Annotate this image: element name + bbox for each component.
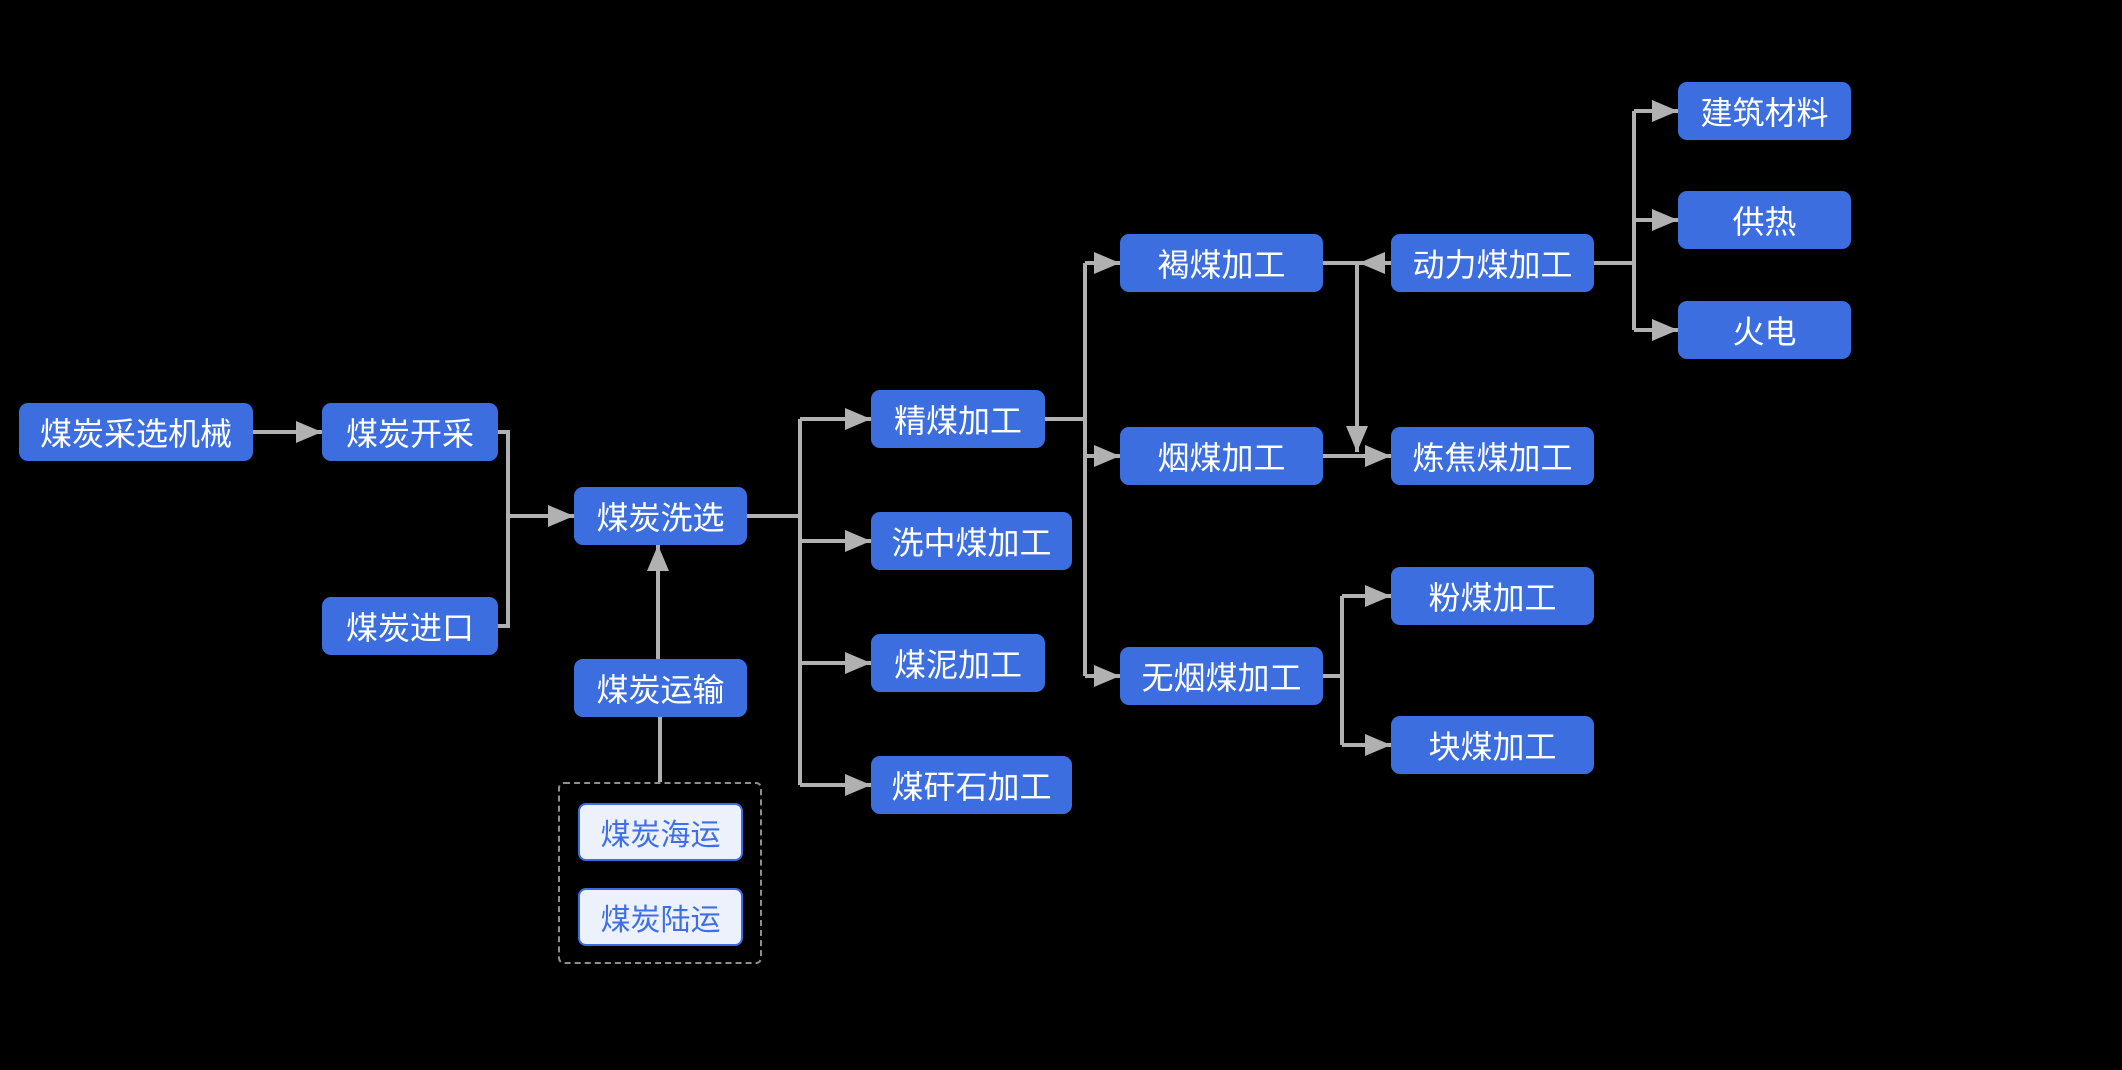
node-coking-coal-processing[interactable]: 炼焦煤加工 <box>1391 427 1594 485</box>
node-coal-washing[interactable]: 煤炭洗选 <box>574 487 747 545</box>
node-clean-coal-processing[interactable]: 精煤加工 <box>871 390 1045 448</box>
node-lignite-processing[interactable]: 褐煤加工 <box>1120 234 1323 292</box>
node-coal-gangue-processing[interactable]: 煤矸石加工 <box>871 756 1072 814</box>
edge-mining-import-trunk <box>498 430 510 628</box>
node-coal-slime-processing[interactable]: 煤泥加工 <box>871 634 1045 692</box>
node-coal-land-transport[interactable]: 煤炭陆运 <box>578 888 743 946</box>
node-pulverized-coal-processing[interactable]: 粉煤加工 <box>1391 567 1594 625</box>
node-thermal-coal-processing[interactable]: 动力煤加工 <box>1391 234 1594 292</box>
node-coal-import[interactable]: 煤炭进口 <box>322 597 498 655</box>
node-lump-coal-processing[interactable]: 块煤加工 <box>1391 716 1594 774</box>
transport-modes-group <box>558 782 762 964</box>
node-coal-mining-machinery[interactable]: 煤炭采选机械 <box>19 403 253 461</box>
node-thermal-power[interactable]: 火电 <box>1678 301 1851 359</box>
node-coal-sea-transport[interactable]: 煤炭海运 <box>578 803 743 861</box>
node-bituminous-coal-processing[interactable]: 烟煤加工 <box>1120 427 1323 485</box>
node-washed-middlings-processing[interactable]: 洗中煤加工 <box>871 512 1072 570</box>
node-coal-mining[interactable]: 煤炭开采 <box>322 403 498 461</box>
node-heating[interactable]: 供热 <box>1678 191 1851 249</box>
node-building-materials[interactable]: 建筑材料 <box>1678 82 1851 140</box>
node-coal-transport[interactable]: 煤炭运输 <box>574 659 747 717</box>
node-anthracite-processing[interactable]: 无烟煤加工 <box>1120 647 1323 705</box>
